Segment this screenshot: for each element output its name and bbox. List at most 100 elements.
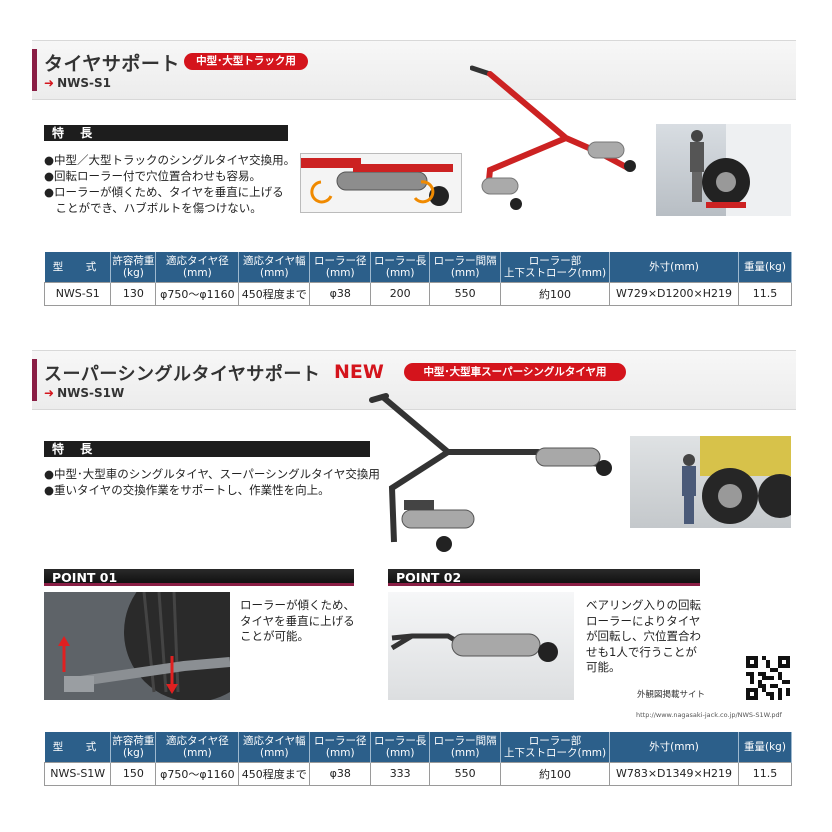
cell-weight: 11.5 — [737, 761, 793, 786]
header-dimensions: 外寸(mm) — [609, 252, 739, 282]
product2-usage-photo — [630, 436, 791, 528]
point2-heading: POINT 02 — [388, 569, 700, 586]
product1-spec-table: 型 式 許容荷重 (kg) 適応タイヤ径 (mm) 適応タイヤ幅 (mm) ロー… — [43, 252, 793, 306]
point2-photo-graphic — [390, 633, 558, 662]
header-model: 型 式 — [44, 252, 112, 282]
header-accent-bar — [32, 49, 37, 91]
cell-weight: 11.5 — [737, 281, 793, 306]
header-load-text: 許容荷重 (kg) — [112, 734, 155, 759]
header-roller-dia-text: ローラー径 (mm) — [313, 254, 367, 279]
qr-label: 外観図掲載サイト — [637, 690, 706, 700]
point2-line: が回転し、穴位置合わ — [586, 629, 701, 643]
header-tire-dia-text: 適応タイヤ径 (mm) — [166, 254, 229, 279]
table-row: NWS-S1 130 φ750～φ1160 450程度まで φ38 200 55… — [43, 281, 793, 306]
product2-model-label: NWS-S1W — [57, 386, 125, 400]
point1-text: ローラーが傾くため、 タイヤを垂直に上げる ことが可能。 — [240, 598, 355, 645]
point1-line: ローラーが傾くため、 — [240, 598, 355, 612]
header-accent-bar — [32, 359, 37, 401]
product2-spec-table: 型 式 許容荷重 (kg) 適応タイヤ径 (mm) 適応タイヤ幅 (mm) ロー… — [43, 732, 793, 786]
header-tire-width: 適応タイヤ幅 (mm) — [238, 732, 311, 762]
header-load-text: 許容荷重 (kg) — [112, 254, 155, 279]
header-roller-dia: ローラー径 (mm) — [309, 252, 372, 282]
point2-text: ベアリング入りの回転 ローラーによりタイヤ が回転し、穴位置合わ せも1人で行う… — [586, 598, 701, 676]
header-stroke: ローラー部 上下ストローク(mm) — [500, 252, 610, 282]
header-tire-dia: 適応タイヤ径 (mm) — [155, 732, 240, 762]
cell-stroke: 約100 — [500, 281, 610, 306]
header-tire-dia: 適応タイヤ径 (mm) — [155, 252, 240, 282]
product1-section: タイヤサポート 中型･大型トラック用 ➜NWS-S1 — [32, 40, 796, 320]
header-stroke-text: ローラー部 上下ストローク(mm) — [503, 734, 607, 759]
point2-line: 可能。 — [586, 660, 621, 674]
cell-roller-gap: 550 — [429, 761, 502, 786]
point2-photo — [388, 592, 574, 700]
header-stroke: ローラー部 上下ストローク(mm) — [500, 732, 610, 762]
cell-load: 130 — [110, 281, 157, 306]
header-weight: 重量(kg) — [738, 732, 793, 762]
product1-roller-detail-photo — [300, 153, 462, 213]
header-load: 許容荷重 (kg) — [110, 732, 157, 762]
header-tire-width-text: 適応タイヤ幅 (mm) — [242, 254, 306, 279]
product1-usage-photo — [656, 124, 791, 216]
cell-roller-dia: φ38 — [309, 761, 372, 786]
product2-model: ➜NWS-S1W — [44, 386, 125, 400]
product2-section: スーパーシングルタイヤサポート NEW 中型･大型車スーパーシングルタイヤ用 ➜… — [32, 350, 796, 410]
header-tire-dia-text: 適応タイヤ径 (mm) — [166, 734, 229, 759]
product2-header: スーパーシングルタイヤサポート NEW 中型･大型車スーパーシングルタイヤ用 ➜… — [32, 350, 796, 410]
product1-badge: 中型･大型トラック用 — [184, 53, 308, 70]
point2-line: ローラーによりタイヤ — [586, 613, 701, 628]
cell-load: 150 — [110, 761, 157, 786]
point2-line: ベアリング入りの回転 — [586, 598, 701, 612]
header-tire-width-text: 適応タイヤ幅 (mm) — [242, 734, 306, 759]
cell-tire-width: 450程度まで — [238, 281, 311, 306]
spec-url[interactable]: http://www.nagasaki-jack.co.jp/NWS-S1W.p… — [636, 711, 782, 719]
point1-line: ことが可能。 — [240, 629, 309, 643]
product2-title: スーパーシングルタイヤサポート — [44, 364, 321, 385]
header-roller-gap-text: ローラー間隔 (mm) — [433, 734, 497, 759]
cell-model: NWS-S1 — [43, 281, 112, 306]
product2-stand-illustration — [369, 393, 612, 552]
point1-photo-graphic — [44, 592, 230, 700]
header-tire-width: 適応タイヤ幅 (mm) — [238, 252, 311, 282]
cell-stroke: 約100 — [500, 761, 610, 786]
feature-item: ●中型･大型車のシングルタイヤ、スーパーシングルタイヤ交換用 — [44, 467, 380, 481]
product2-features-list: ●中型･大型車のシングルタイヤ、スーパーシングルタイヤ交換用 ●重いタイヤの交換… — [44, 466, 380, 498]
feature-item: ことができ、ハブボルトを傷つけない。 — [44, 201, 262, 215]
cell-dimensions: W783×D1349×H219 — [609, 761, 739, 786]
cell-tire-dia: φ750～φ1160 — [155, 281, 240, 306]
point1-line: タイヤを垂直に上げる — [240, 613, 355, 628]
header-dimensions: 外寸(mm) — [609, 732, 739, 762]
usage-photo-graphic — [682, 436, 791, 524]
product2-new-label: NEW — [334, 361, 384, 383]
header-load: 許容荷重 (kg) — [110, 252, 157, 282]
header-roller-gap: ローラー間隔 (mm) — [429, 732, 502, 762]
header-roller-len-text: ローラー長 (mm) — [373, 254, 427, 279]
cell-roller-len: 333 — [370, 761, 431, 786]
cell-roller-len: 200 — [370, 281, 431, 306]
header-roller-gap: ローラー間隔 (mm) — [429, 252, 502, 282]
header-roller-dia-text: ローラー径 (mm) — [313, 734, 367, 759]
cell-dimensions: W729×D1200×H219 — [609, 281, 739, 306]
cell-roller-dia: φ38 — [309, 281, 372, 306]
feature-item: ●重いタイヤの交換作業をサポートし、作業性を向上。 — [44, 483, 330, 497]
qr-code[interactable] — [746, 656, 790, 700]
point2-line: せも1人で行うことが — [586, 644, 697, 659]
feature-item: ●中型／大型トラックのシングルタイヤ交換用。 — [44, 153, 296, 167]
header-roller-len-text: ローラー長 (mm) — [373, 734, 427, 759]
point1-photo — [44, 592, 230, 700]
product1-title: タイヤサポート — [44, 53, 180, 75]
product2-badge: 中型･大型車スーパーシングルタイヤ用 — [404, 363, 626, 381]
feature-item: ●回転ローラー付で穴位置合わせも容易。 — [44, 169, 262, 183]
header-roller-gap-text: ローラー間隔 (mm) — [433, 254, 497, 279]
header-roller-len: ローラー長 (mm) — [370, 732, 431, 762]
product2-features-heading: 特 長 — [44, 441, 370, 457]
table-header-row: 型 式 許容荷重 (kg) 適応タイヤ径 (mm) 適応タイヤ幅 (mm) ロー… — [44, 252, 793, 282]
point1-heading: POINT 01 — [44, 569, 354, 586]
product1-header: タイヤサポート 中型･大型トラック用 ➜NWS-S1 — [32, 40, 796, 100]
table-row: NWS-S1W 150 φ750～φ1160 450程度まで φ38 333 5… — [43, 761, 793, 786]
product1-model-label: NWS-S1 — [57, 76, 111, 90]
header-roller-dia: ローラー径 (mm) — [309, 732, 372, 762]
product1-stand-illustration — [470, 65, 636, 210]
header-roller-len: ローラー長 (mm) — [370, 252, 431, 282]
product1-features-heading: 特 長 — [44, 125, 288, 141]
usage-photo-graphic — [690, 124, 791, 216]
